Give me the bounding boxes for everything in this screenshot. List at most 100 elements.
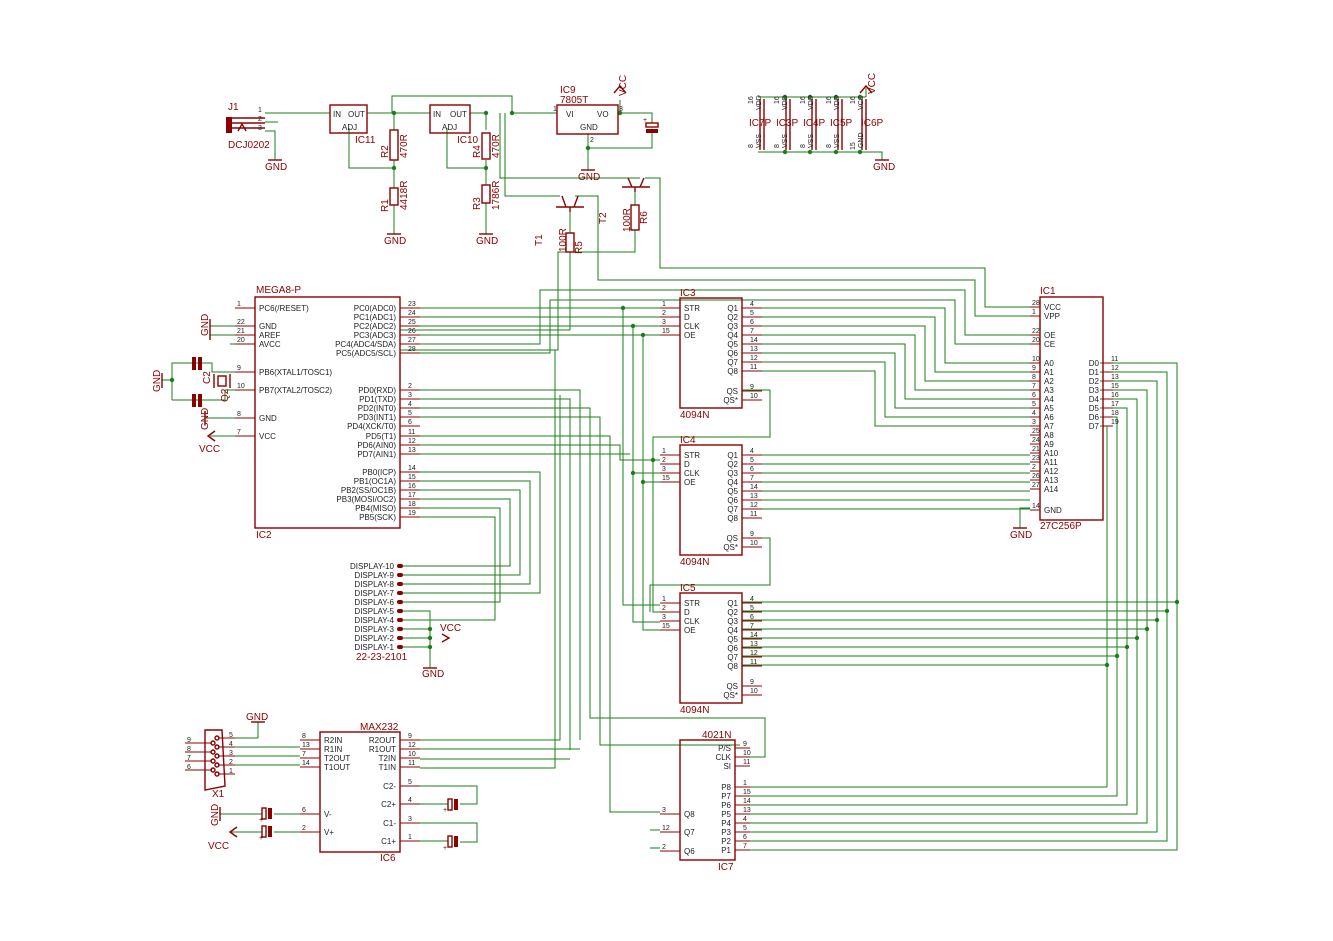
- ic5-qs-9-label: QS: [726, 682, 738, 691]
- ic2-pin-25-label: PC2(ADC2): [354, 322, 397, 331]
- ic5-pin-4: 4Q1: [727, 596, 762, 608]
- ic6-pin-8-label: R2IN: [324, 736, 342, 745]
- svg-text:4094N: 4094N: [680, 557, 709, 568]
- svg-text:GND: GND: [384, 236, 406, 247]
- svg-text:4021N: 4021N: [702, 730, 731, 741]
- ic2-pin-20-label: AVCC: [259, 340, 281, 349]
- ic3-pin-7: 7Q4: [727, 328, 762, 340]
- ic6-pin-9-label: R2OUT: [369, 736, 396, 745]
- ic3-pin-12-num: 12: [750, 355, 758, 362]
- svg-text:R4: R4: [472, 145, 483, 158]
- svg-text:Q2: Q2: [220, 388, 231, 402]
- ic5-qs-9-num: 9: [750, 679, 754, 686]
- wires: [162, 88, 1178, 851]
- ic6-pin-5-num: 5: [408, 779, 412, 786]
- ic3-qs-9: 9QS: [726, 384, 762, 396]
- ic3-pin-15-num: 15: [662, 328, 670, 335]
- display-pin-9: DISPLAY-9: [354, 571, 403, 580]
- svg-text:DISPLAY-3: DISPLAY-3: [354, 625, 394, 634]
- svg-text:3: 3: [619, 106, 623, 113]
- ic4-pin-6: 6Q3: [727, 466, 762, 478]
- ic5-pin-5-label: Q2: [727, 608, 738, 617]
- ic7-pin-5-label: P3: [721, 828, 731, 837]
- ic3-pin-12-label: Q7: [727, 358, 738, 367]
- ic1-pin-21-num: 21: [1032, 446, 1040, 453]
- ic7-pin-6-label: P2: [721, 837, 731, 846]
- ic4-pin-4-label: Q1: [727, 451, 738, 460]
- ic2-name: MEGA8-P: [256, 285, 301, 296]
- ic3-pin-7-num: 7: [750, 328, 754, 335]
- ic5-pin-11-label: Q8: [727, 662, 738, 671]
- ic4-qs-9-num: 9: [750, 531, 754, 538]
- ic5-pin-7-num: 7: [750, 623, 754, 630]
- ic2-pin-2-label: PD0(RXD): [358, 386, 396, 395]
- ic4-pin-5-label: Q2: [727, 460, 738, 469]
- ic4-pin-11-label: Q8: [727, 514, 738, 523]
- ic4-pin-13-label: Q6: [727, 496, 738, 505]
- svg-text:9: 9: [187, 737, 191, 744]
- ic2-pin-20-num: 20: [237, 337, 245, 344]
- svg-text:DISPLAY-9: DISPLAY-9: [354, 571, 394, 580]
- ic6-pin-2-label: V+: [324, 828, 334, 837]
- svg-text:IN: IN: [433, 110, 441, 119]
- ic2-pin-16-label: PB2(SS/OC1B): [341, 486, 396, 495]
- ic2-pin-4-label: PD2(INT0): [358, 404, 397, 413]
- svg-text:8: 8: [748, 144, 755, 148]
- ic6-pin-4-num: 4: [408, 797, 412, 804]
- svg-text:ADJ: ADJ: [342, 123, 357, 132]
- ic4-pin-7-num: 7: [750, 475, 754, 482]
- ic4-pin-6-label: Q3: [727, 469, 738, 478]
- ic5-pin-4-label: Q1: [727, 599, 738, 608]
- svg-text:8: 8: [800, 144, 807, 148]
- ic6-pin-10-label: T2IN: [379, 754, 397, 763]
- ic7-pin-6-num: 6: [743, 834, 747, 841]
- ic1-pin-23-label: A11: [1044, 458, 1058, 467]
- svg-text:16: 16: [850, 96, 857, 104]
- ic3-pin-14-num: 14: [750, 337, 758, 344]
- svg-text:IC4: IC4: [680, 435, 696, 446]
- ic7-pin-1: 1P8: [721, 780, 750, 792]
- ic5-pin-3-num: 3: [662, 614, 666, 621]
- ic7-pin-15-num: 15: [743, 789, 751, 796]
- x1-pin-4: 4: [214, 741, 235, 750]
- ic5-pin-2-num: 2: [662, 605, 666, 612]
- ic3-pin-6-label: Q3: [727, 322, 738, 331]
- ic3-pin-6: 6Q3: [727, 319, 762, 331]
- ic1-pin-10-num: 10: [1032, 356, 1040, 363]
- svg-text:2: 2: [229, 759, 233, 766]
- svg-text:GND: GND: [210, 804, 221, 826]
- svg-text:T1: T1: [534, 234, 545, 246]
- ic1-pin-20-num: 20: [1032, 337, 1040, 344]
- junctions: [169, 94, 1180, 668]
- svg-text:16: 16: [800, 96, 807, 104]
- ic2-pin-10-label: PB7(XTAL2/TOSC2): [259, 386, 332, 395]
- ic4-pin-15-label: OE: [684, 478, 696, 487]
- ic1-pin-2-num: 2: [1032, 464, 1036, 471]
- ic2-pin-18-num: 18: [408, 501, 416, 508]
- ic4-pin-2-label: D: [684, 460, 690, 469]
- svg-text:R5: R5: [574, 241, 585, 254]
- ic2-pin-15-num: 15: [408, 474, 416, 481]
- ic1-pin-26-label: A13: [1044, 476, 1059, 485]
- ic2-pin-27-num: 27: [408, 337, 416, 344]
- ic5-pin-5-num: 5: [750, 605, 754, 612]
- resistor-r3: R3 1786R: [472, 181, 502, 210]
- svg-text:470R: 470R: [399, 134, 410, 158]
